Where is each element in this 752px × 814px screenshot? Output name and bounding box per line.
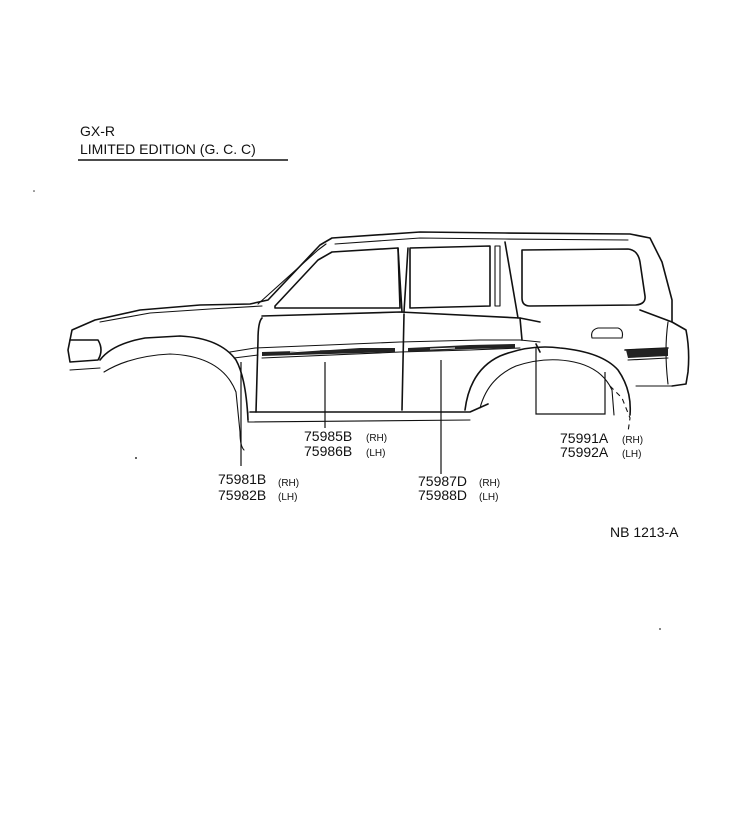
callout-75991A: 75991A (RH) 75992A (LH)	[560, 430, 643, 460]
callout-75987D: 75987D (RH) 75988D (LH)	[418, 473, 500, 503]
part-number-rh: 75985B	[304, 428, 352, 444]
scan-specks	[33, 190, 661, 630]
part-number-lh: 75988D	[418, 487, 467, 503]
leader-75991A	[535, 348, 606, 415]
callout-75981B: 75981B (RH) 75982B (LH)	[218, 471, 299, 503]
side-rh: (RH)	[278, 478, 299, 489]
part-number-lh: 75982B	[218, 487, 266, 503]
part-number-lh: 75986B	[304, 443, 352, 459]
side-lh: (LH)	[479, 492, 498, 503]
part-number-rh: 75987D	[418, 473, 467, 489]
part-number-rh: 75991A	[560, 430, 609, 446]
model-label: GX-R	[80, 123, 115, 139]
side-rh: (RH)	[366, 433, 387, 444]
side-lh: (LH)	[278, 492, 297, 503]
fuel-lid	[591, 327, 624, 339]
rocker-panel	[249, 403, 489, 413]
rear-door-window	[409, 245, 491, 309]
side-rh: (RH)	[479, 478, 500, 489]
side-molding	[229, 339, 541, 359]
side-lh: (LH)	[622, 449, 641, 460]
side-lh: (LH)	[366, 448, 385, 459]
front-fender-flare	[99, 335, 249, 421]
vehicle-drawing	[67, 231, 690, 451]
part-number-lh: 75992A	[560, 444, 609, 460]
quarter-window	[521, 248, 646, 307]
rear-fender-flare	[464, 346, 632, 416]
front-window	[274, 247, 401, 309]
part-number-rh: 75981B	[218, 471, 266, 487]
callout-75985B: 75985B (RH) 75986B (LH)	[304, 428, 387, 459]
edition-label: LIMITED EDITION (G. C. C)	[80, 141, 256, 157]
rear-mudguard	[609, 385, 631, 433]
front-door	[255, 317, 263, 413]
front-bumper	[67, 339, 102, 363]
side-rh: (RH)	[622, 435, 643, 446]
figure-code: NB 1213-A	[610, 524, 679, 540]
body-outline	[69, 231, 673, 341]
